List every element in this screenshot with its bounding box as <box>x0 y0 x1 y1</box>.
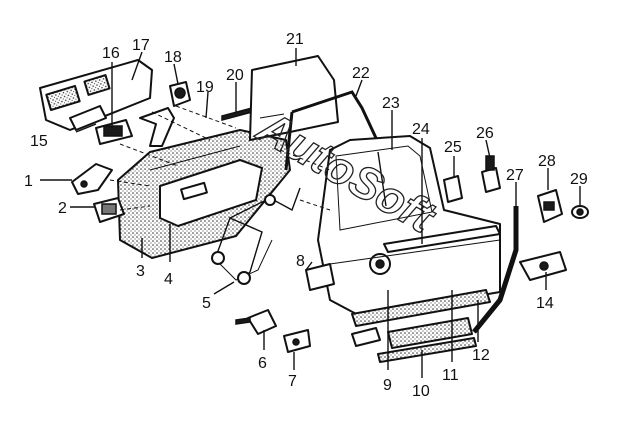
callout-17: 17 <box>132 37 150 54</box>
door-pocket-panel <box>39 59 153 131</box>
door-glass <box>249 55 339 141</box>
callout-24: 24 <box>412 121 430 138</box>
callout-26: 26 <box>476 125 494 142</box>
pull-handle <box>95 119 133 145</box>
callout-11: 11 <box>442 367 459 384</box>
leader-lines <box>40 48 581 378</box>
inner-handle-bracket <box>139 107 175 147</box>
callout-numbers: 1 2 3 4 5 6 7 8 9 10 11 12 14 15 16 17 1… <box>24 31 588 400</box>
window-regulator <box>211 187 301 285</box>
callout-23: 23 <box>382 95 400 112</box>
striker-7 <box>283 329 311 353</box>
latch-28 <box>537 189 563 223</box>
callout-3: 3 <box>136 263 145 280</box>
callout-1: 1 <box>24 173 33 190</box>
callout-6: 6 <box>258 355 267 372</box>
callout-21: 21 <box>286 31 304 48</box>
callout-29: 29 <box>570 171 588 188</box>
latch-14 <box>519 251 567 281</box>
door-seal-27 <box>472 206 519 334</box>
callout-27: 27 <box>506 167 524 184</box>
window-switch-2 <box>93 197 125 223</box>
clip-part-18 <box>169 81 191 107</box>
pin-29 <box>571 205 589 219</box>
callout-8: 8 <box>296 253 305 270</box>
callout-28: 28 <box>538 153 556 170</box>
callout-9: 9 <box>383 377 392 394</box>
lock-part-25 <box>443 175 463 203</box>
callout-16: 16 <box>102 45 120 62</box>
door-trim-panel <box>117 129 291 259</box>
callout-25: 25 <box>444 139 462 156</box>
hinge-8 <box>305 263 335 291</box>
callout-14: 14 <box>536 295 554 312</box>
seal-strip-20 <box>221 107 253 121</box>
callout-22: 22 <box>352 65 370 82</box>
callout-2: 2 <box>58 200 67 217</box>
callout-15: 15 <box>30 133 48 150</box>
lock-part-6 <box>235 309 277 335</box>
window-run-channel <box>284 90 378 171</box>
lock-cylinder-26 <box>481 155 501 193</box>
door-handle-1 <box>71 163 113 195</box>
callout-18: 18 <box>164 49 182 66</box>
moldings <box>351 289 491 363</box>
callout-19: 19 <box>196 79 214 96</box>
callout-7: 7 <box>288 373 297 390</box>
callout-20: 20 <box>226 67 244 84</box>
callout-12: 12 <box>472 347 490 364</box>
reinforcement-bar <box>383 225 501 253</box>
callout-10: 10 <box>412 383 430 400</box>
callout-5: 5 <box>202 295 211 312</box>
callout-4: 4 <box>164 271 173 288</box>
